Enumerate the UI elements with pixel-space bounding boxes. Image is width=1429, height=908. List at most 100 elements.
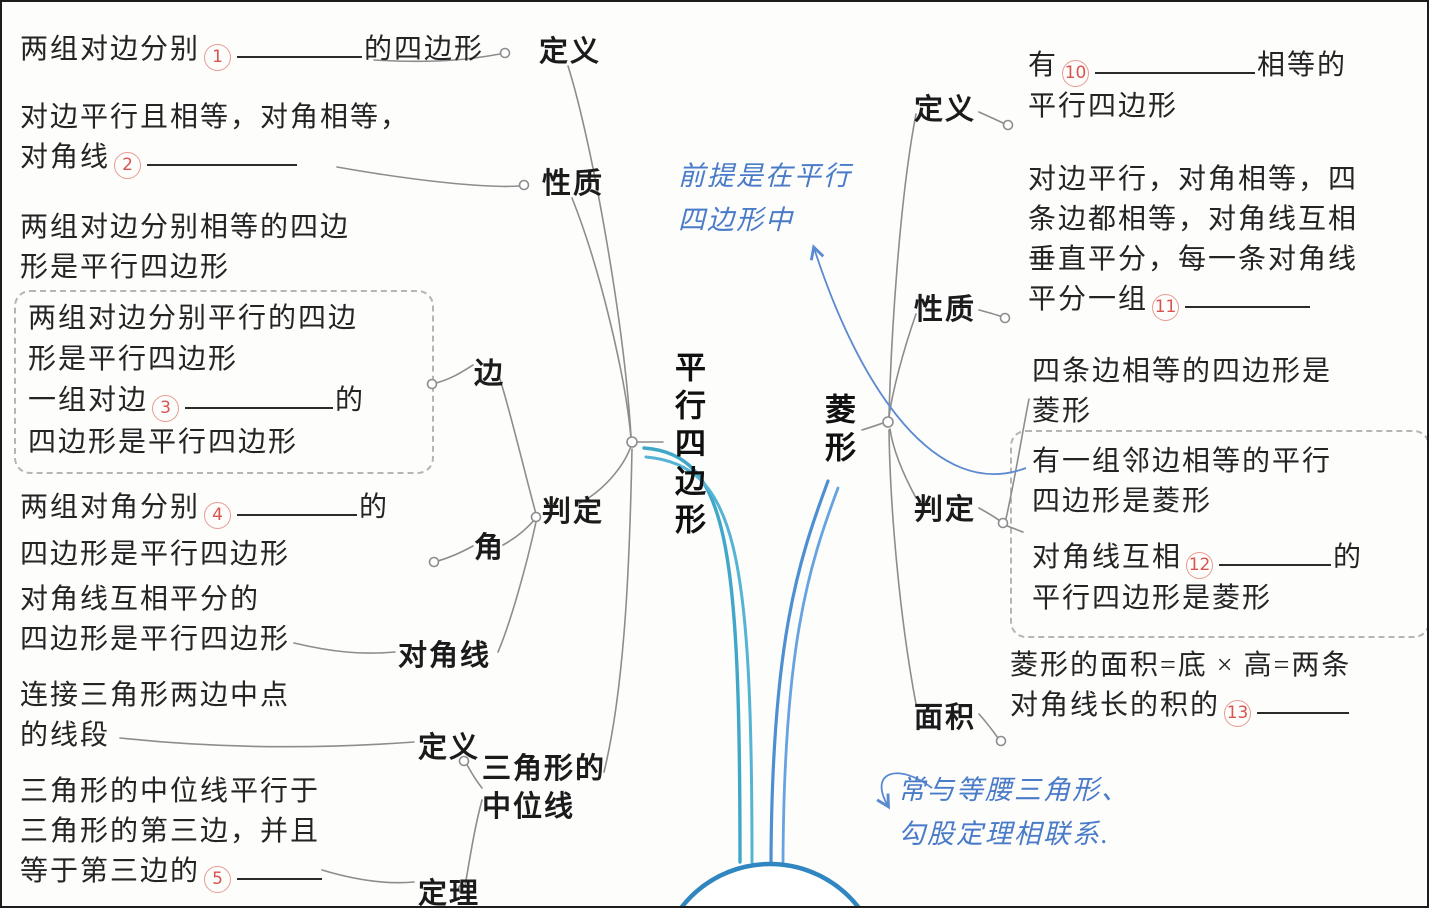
grouping-box-rhombus-judgments [1010, 430, 1427, 638]
text-run: 四条边相等的四边形是 [1032, 356, 1333, 387]
circled-number-13: 13 [1224, 699, 1252, 727]
text-run: 对角线长的积的 [1010, 690, 1221, 721]
node-judgment-diagonals-text: 对角线互相平分的四边形是平行四边形 [20, 580, 290, 660]
fill-in-blank [237, 32, 363, 58]
text-run: 平行四边形 [1028, 90, 1179, 122]
central-root-node-circle [679, 861, 861, 906]
circled-number-12: 12 [1186, 551, 1214, 579]
text-run: 有 [1028, 50, 1059, 81]
annotation-arrows [809, 244, 1027, 810]
fill-in-blank [1257, 688, 1350, 714]
node-rhombus-judgment-adjacent-text: 有一组邻边相等的平行四边形是菱形 [1032, 442, 1332, 522]
text-run: 的四边形 [364, 34, 485, 65]
branch-label-rhombus-definition: 定义 [914, 94, 977, 126]
fill-in-blank [237, 854, 323, 880]
branch-label-parallelogram-properties: 性质 [542, 168, 605, 200]
text-run: 的 [335, 385, 366, 416]
circled-number-5: 5 [204, 865, 232, 893]
text-run: 对角线 [20, 142, 111, 173]
branch-label-judgment-by-angles: 角 [474, 532, 506, 564]
text-run: 对边平行，对角相等，四 [1028, 164, 1359, 195]
text-run: 的线段 [20, 720, 111, 751]
related-arrow [876, 772, 933, 810]
text-run: 菱形的面积=底 × 高=两条 [1010, 650, 1352, 681]
text-run: 三角形的中位线平行于 [20, 776, 321, 807]
branch-label-midline-theorem: 定理 [418, 878, 481, 908]
circled-number-2: 2 [114, 151, 142, 179]
text-run: 形是平行四边形 [28, 344, 239, 375]
annotation-related: 常与等腰三角形、 勾股定理相联系. [898, 768, 1130, 856]
fill-in-blank [1185, 282, 1311, 308]
branch-connector-lines [119, 53, 1030, 887]
text-run: 对边平行且相等，对角相等， [20, 102, 411, 133]
triangle-midline-label-line1: 三角形的 [482, 753, 607, 785]
node-rhombus-topic: 菱形 [820, 393, 855, 469]
fill-in-blank [185, 383, 334, 409]
branch-label-judgment-by-diagonals: 对角线 [398, 640, 492, 672]
text-run: 平分一组 [1028, 284, 1149, 315]
premise-arrow [809, 244, 1027, 475]
text-run: 四边形是平行四边形 [20, 539, 291, 570]
text-run: 的 [1333, 542, 1364, 573]
branch-junction-dots [426, 47, 1014, 895]
annotation-premise-line2: 四边形中 [678, 205, 794, 235]
circled-number-1: 1 [204, 43, 232, 71]
text-run: 四边形是平行四边形 [28, 427, 299, 458]
text-run: 垂直平分，每一条对角线 [1028, 244, 1359, 275]
text-run: 形是平行四边形 [20, 252, 231, 283]
text-run: 两组对角分别 [20, 492, 201, 523]
text-run: 连接三角形两边中点 [20, 680, 291, 711]
annotation-premise: 前提是在平行 四边形中 [678, 154, 852, 242]
branch-label-rhombus-judgment: 判定 [914, 494, 977, 526]
circled-number-11: 11 [1152, 293, 1180, 321]
annotation-related-line1: 常与等腰三角形、 [898, 775, 1130, 805]
branch-label-midline-definition: 定义 [418, 732, 481, 764]
circled-number-4: 4 [204, 502, 232, 529]
text-run: 对角线互相平分的 [20, 584, 261, 615]
text-run: 的 [359, 492, 390, 523]
node-midline-definition-text: 连接三角形两边中点的线段 [20, 676, 290, 756]
branch-label-judgment-by-sides: 边 [474, 358, 506, 390]
fill-in-blank [1095, 48, 1256, 74]
text-run: 平行四边形是菱形 [1032, 582, 1273, 614]
circled-number-10: 10 [1062, 59, 1090, 87]
text-run: 一组对边 [28, 385, 149, 416]
text-run: 对角线互相 [1032, 542, 1183, 573]
annotation-related-line2: 勾股定理相联系. [898, 819, 1110, 849]
node-rhombus-judgment-foursides-text: 四条边相等的四边形是菱形 [1032, 352, 1332, 432]
branch-label-triangle-midline: 三角形的 中位线 [482, 750, 606, 826]
text-run: 有一组邻边相等的平行 [1032, 446, 1333, 477]
text-run: 四边形是平行四边形 [20, 624, 291, 655]
circled-number-3: 3 [152, 395, 180, 422]
branch-label-rhombus-area: 面积 [914, 702, 977, 734]
fill-in-blank [1219, 540, 1332, 566]
central-trunk-branches [642, 446, 840, 864]
text-run: 等于第三边的 [20, 856, 201, 887]
fill-in-blank [237, 490, 358, 516]
fill-in-blank [147, 140, 298, 166]
branch-label-parallelogram-judgment: 判定 [542, 496, 605, 528]
text-run: 三角形的第三边，并且 [20, 816, 321, 847]
node-judgment-sides-equal-text: 两组对边分别相等的四边形是平行四边形 [20, 208, 350, 288]
branch-label-parallelogram-definition: 定义 [539, 36, 602, 68]
text-run: 两组对边分别平行的四边 [28, 303, 359, 334]
text-run: 相等的 [1257, 50, 1348, 81]
text-run: 条边都相等，对角线互相 [1028, 204, 1359, 235]
branch-label-rhombus-properties: 性质 [914, 294, 977, 326]
text-run: 两组对边分别相等的四边 [20, 212, 351, 243]
text-run: 四边形是菱形 [1032, 486, 1213, 517]
text-run: 菱形 [1032, 396, 1093, 427]
annotation-premise-line1: 前提是在平行 [678, 161, 852, 191]
text-run: 两组对边分别 [20, 34, 201, 65]
node-parallelogram-topic: 平行四边形 [670, 351, 705, 541]
